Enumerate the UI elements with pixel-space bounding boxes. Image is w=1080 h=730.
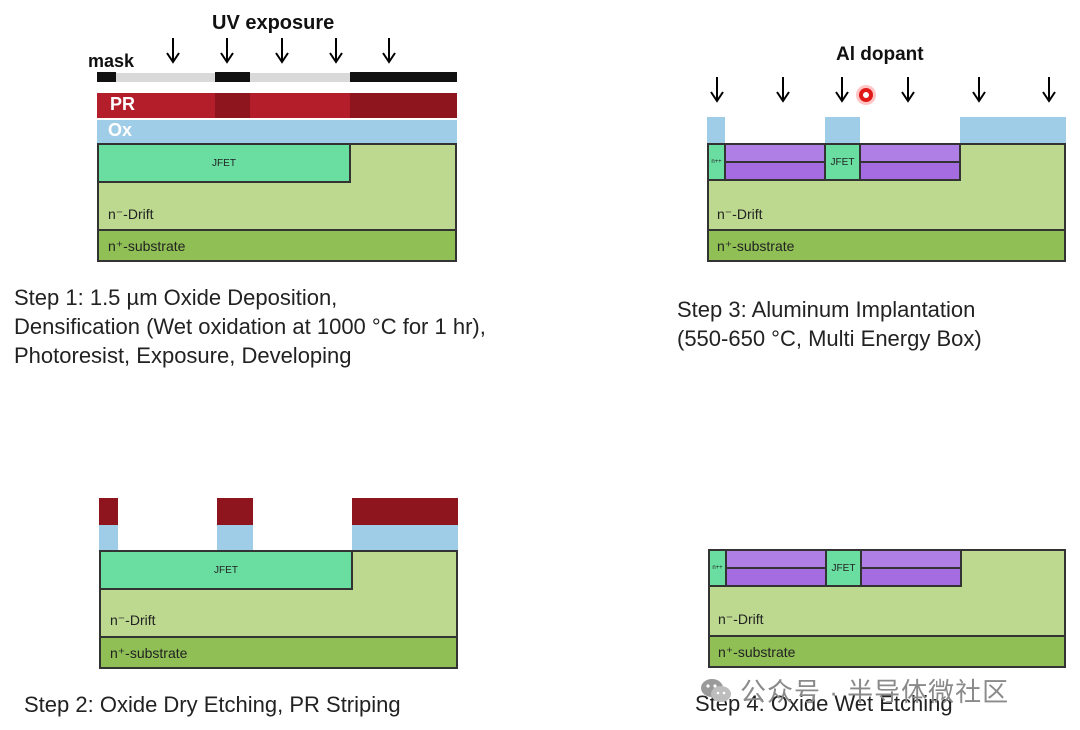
drift-label: n⁻-Drift xyxy=(110,612,156,628)
mask-bar xyxy=(97,73,457,82)
photoresist-unexposed xyxy=(350,93,457,118)
drift-label: n⁻-Drift xyxy=(717,206,763,222)
p-implant-upper xyxy=(859,143,961,163)
wechat-icon xyxy=(701,678,731,702)
jfet-region: JFET xyxy=(825,549,862,587)
step1-caption: Step 1: 1.5 µm Oxide Deposition, Densifi… xyxy=(14,283,486,370)
jfet-region: JFET xyxy=(99,550,353,590)
p-implant-upper xyxy=(724,143,826,163)
jfet-region: JFET xyxy=(97,143,351,183)
jfet-label: JFET xyxy=(831,562,856,574)
substrate-label: n⁺-substrate xyxy=(717,238,795,254)
p-implant-lower xyxy=(859,161,961,181)
dopant-dot-icon xyxy=(856,85,876,105)
mask-opaque-segment xyxy=(97,72,116,82)
caption-line: Step 1: 1.5 µm Oxide Deposition, xyxy=(14,285,338,310)
photoresist-unexposed xyxy=(215,93,250,118)
down-arrow-icon xyxy=(275,38,289,64)
down-arrow-icon xyxy=(166,38,180,64)
photoresist-block xyxy=(99,498,118,525)
photoresist-block xyxy=(217,498,253,525)
pr-label: PR xyxy=(110,94,136,114)
down-arrow-icon xyxy=(835,77,849,103)
step3-caption: Step 3: Aluminum Implantation (550-650 °… xyxy=(677,295,982,353)
step2-caption: Step 2: Oxide Dry Etching, PR Striping xyxy=(24,692,401,717)
down-arrow-icon xyxy=(329,38,343,64)
oxide-mask-block xyxy=(217,525,253,551)
substrate-layer xyxy=(707,229,1066,262)
p-implant-upper xyxy=(725,549,827,569)
ox-label: Ox xyxy=(108,120,133,140)
step4-caption: Step 4: Oxide Wet Etching xyxy=(695,691,953,716)
al-dopant-label: Al dopant xyxy=(836,44,924,65)
substrate-layer xyxy=(99,636,458,669)
oxide-mask-block xyxy=(825,117,860,144)
down-arrow-icon xyxy=(776,77,790,103)
down-arrow-icon xyxy=(972,77,986,103)
watermark-text: 公众号 · 半导体微社区 xyxy=(740,677,1010,707)
caption-line: Step 3: Aluminum Implantation xyxy=(677,297,976,322)
photoresist-block xyxy=(352,498,458,525)
p-implant-lower xyxy=(860,567,962,587)
down-arrow-icon xyxy=(1042,77,1056,103)
mask-label: mask xyxy=(88,51,135,71)
down-arrow-icon xyxy=(710,77,724,103)
substrate-layer xyxy=(97,229,457,262)
substrate-label: n⁺-substrate xyxy=(110,645,188,661)
jfet-label: JFET xyxy=(212,157,236,169)
p-implant-lower xyxy=(724,161,826,181)
caption-line: Densification (Wet oxidation at 1000 °C … xyxy=(14,314,486,339)
substrate-label: n⁺-substrate xyxy=(718,644,796,660)
oxide-mask-block xyxy=(707,117,725,144)
down-arrow-icon xyxy=(382,38,396,64)
watermark: 公众号 · 半导体微社区 xyxy=(700,672,1009,709)
p-implant-upper xyxy=(860,549,962,569)
oxide-layer xyxy=(97,120,457,143)
n-plus-label: n++ xyxy=(712,565,723,571)
p-implant-lower xyxy=(725,567,827,587)
drift-label: n⁻-Drift xyxy=(718,611,764,627)
caption-line: (550-650 °C, Multi Energy Box) xyxy=(677,326,982,351)
down-arrow-icon xyxy=(901,77,915,103)
oxide-mask-block xyxy=(352,525,458,551)
drift-label: n⁻-Drift xyxy=(108,206,154,222)
jfet-region: JFET xyxy=(824,143,861,181)
substrate-layer xyxy=(708,635,1066,668)
mask-opaque-segment xyxy=(215,72,250,82)
jfet-label: JFET xyxy=(830,156,855,168)
down-arrow-icon xyxy=(220,38,234,64)
caption-line: Photoresist, Exposure, Developing xyxy=(14,343,352,368)
substrate-label: n⁺-substrate xyxy=(108,238,186,254)
oxide-mask-block xyxy=(99,525,118,551)
uv-exposure-label: UV exposure xyxy=(212,12,335,34)
oxide-mask-block xyxy=(960,117,1066,144)
n-plus-label: n++ xyxy=(711,159,722,165)
mask-opaque-segment xyxy=(350,72,457,82)
jfet-label: JFET xyxy=(214,564,238,576)
